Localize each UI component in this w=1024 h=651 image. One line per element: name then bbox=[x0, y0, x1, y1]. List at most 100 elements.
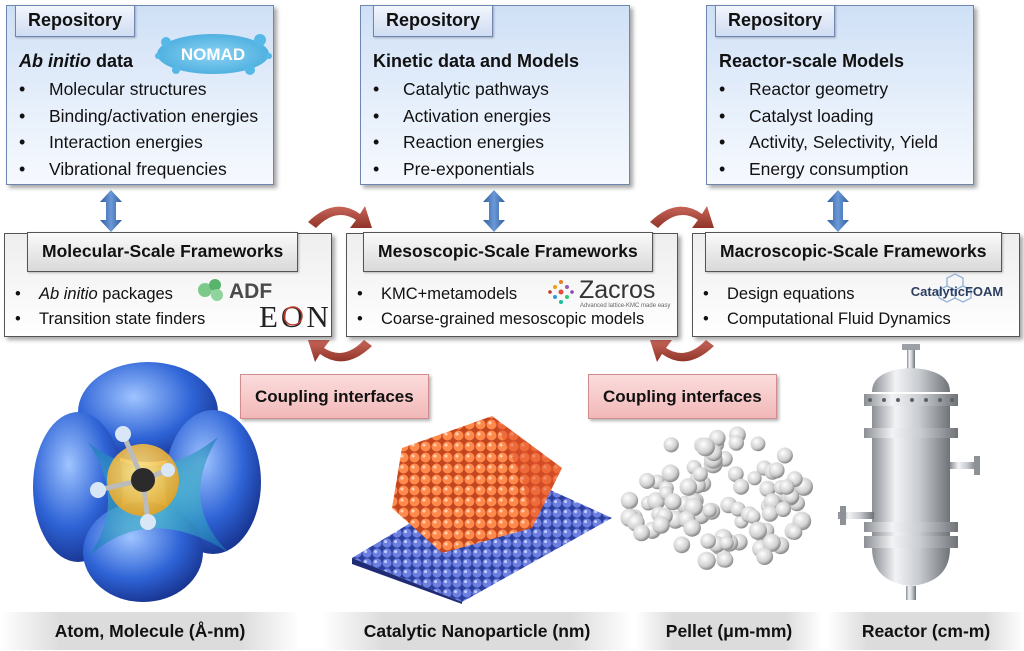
framework-title: Mesoscopic-Scale Frameworks bbox=[363, 232, 653, 272]
zacros-dots-icon bbox=[548, 280, 574, 304]
pellet-sphere bbox=[679, 478, 698, 496]
list-item: Binding/activation energies bbox=[19, 103, 258, 130]
pellet-sphere bbox=[639, 472, 656, 489]
repository-heading: Ab initio data bbox=[19, 51, 133, 72]
repository-box-kinetic: Repository Kinetic data and Models Catal… bbox=[360, 5, 630, 185]
catalyticfoam-logo-text: CatalyticFOAM bbox=[911, 284, 1003, 299]
coupling-interfaces-label: Coupling interfaces bbox=[240, 374, 429, 419]
catalyticfoam-logo: CatalyticFOAM bbox=[911, 273, 1003, 303]
list-item: Energy consumption bbox=[719, 156, 938, 183]
list-item: Molecular structures bbox=[19, 76, 258, 103]
item-rest: packages bbox=[97, 285, 173, 303]
list-item: Coarse-grained mesoscopic models bbox=[357, 307, 644, 332]
scale-caption-reactor: Reactor (cm-m) bbox=[828, 612, 1024, 650]
zacros-logo: Zacros Advanced lattice-KMC made easy bbox=[548, 276, 670, 309]
framework-box-molecular: Molecular-Scale Frameworks Ab initio pac… bbox=[4, 232, 332, 337]
pellet-sphere bbox=[756, 548, 774, 565]
pellet-sphere bbox=[702, 503, 717, 518]
framework-box-macroscopic: Macroscopic-Scale Frameworks Design equa… bbox=[692, 232, 1020, 337]
repository-list: Molecular structures Binding/activation … bbox=[19, 76, 258, 182]
double-arrow-icon bbox=[827, 190, 849, 232]
double-arrow-icon bbox=[100, 190, 122, 232]
list-item: Pre-exponentials bbox=[373, 156, 551, 183]
list-item: KMC+metamodels bbox=[357, 282, 644, 307]
repository-list: Reactor geometry Catalyst loading Activi… bbox=[719, 76, 938, 182]
double-arrow-icon bbox=[483, 190, 505, 232]
list-item: Ab initio packages bbox=[15, 282, 205, 307]
pellet-sphere bbox=[717, 552, 734, 568]
zacros-tagline: Advanced lattice-KMC made easy bbox=[580, 303, 670, 309]
pellet-sphere bbox=[745, 509, 761, 524]
list-item: Interaction energies bbox=[19, 129, 258, 156]
adf-logo: ADF bbox=[198, 279, 272, 303]
pellet-sphere bbox=[661, 464, 680, 483]
nanoparticle-image bbox=[352, 416, 612, 604]
pellet-sphere bbox=[761, 505, 779, 522]
eon-logo: EON bbox=[259, 299, 329, 334]
pellet-sphere bbox=[768, 462, 785, 479]
pellet-sphere bbox=[762, 533, 781, 552]
pellet-sphere bbox=[748, 521, 767, 540]
repository-heading: Reactor-scale Models bbox=[719, 51, 905, 71]
curved-arrow-right-icon bbox=[650, 206, 714, 228]
heading-rest: data bbox=[90, 51, 133, 71]
list-item: Computational Fluid Dynamics bbox=[703, 307, 951, 332]
pellet-sphere bbox=[673, 536, 691, 554]
pellet-sphere bbox=[750, 436, 766, 452]
eon-logo-text: EON bbox=[259, 299, 329, 334]
pellet-sphere bbox=[787, 524, 803, 540]
list-item: Design equations bbox=[703, 282, 951, 307]
repository-tag: Repository bbox=[715, 5, 836, 37]
framework-list: Ab initio packages Transition state find… bbox=[15, 282, 205, 332]
framework-box-mesoscopic: Mesoscopic-Scale Frameworks KMC+metamode… bbox=[346, 232, 678, 337]
list-item: Transition state finders bbox=[15, 307, 205, 332]
pellet-sphere bbox=[747, 471, 762, 486]
framework-list: Design equations Computational Fluid Dyn… bbox=[703, 282, 951, 332]
repository-tag: Repository bbox=[15, 5, 136, 37]
curved-arrow-left-icon bbox=[308, 340, 372, 362]
pellet-sphere bbox=[697, 551, 716, 570]
pellet-sphere bbox=[727, 466, 744, 482]
framework-list: KMC+metamodels Coarse-grained mesoscopic… bbox=[357, 282, 644, 332]
nomad-logo: NOMAD bbox=[155, 34, 272, 75]
list-item: Reaction energies bbox=[373, 129, 551, 156]
pellet-sphere bbox=[652, 516, 670, 534]
pellet-sphere bbox=[696, 437, 715, 457]
pellet-sphere bbox=[692, 466, 708, 482]
zacros-logo-text: Zacros bbox=[579, 276, 655, 304]
heading-italic-part: Ab initio bbox=[19, 51, 91, 71]
list-item: Activity, Selectivity, Yield bbox=[719, 129, 938, 156]
curved-arrow-right-icon bbox=[308, 206, 372, 228]
pellet-sphere bbox=[700, 533, 716, 549]
pellet-sphere bbox=[620, 491, 639, 510]
repository-box-reactor: Repository Reactor-scale Models Reactor … bbox=[706, 5, 974, 185]
scale-caption-atom: Atom, Molecule (Å-nm) bbox=[0, 612, 300, 650]
pellet-sphere bbox=[633, 524, 650, 542]
list-item: Vibrational frequencies bbox=[19, 156, 258, 183]
list-item: Catalyst loading bbox=[719, 103, 938, 130]
coupling-interfaces-label: Coupling interfaces bbox=[588, 374, 777, 419]
scale-caption-nanoparticle: Catalytic Nanoparticle (nm) bbox=[322, 612, 632, 650]
scale-caption-pellet: Pellet (μm-mm) bbox=[636, 612, 822, 650]
pellet-sphere bbox=[776, 447, 793, 464]
pellet-sphere bbox=[728, 435, 744, 451]
curved-arrow-left-icon bbox=[650, 340, 714, 362]
reactor-image bbox=[838, 344, 980, 600]
item-italic-part: Ab initio bbox=[39, 285, 98, 303]
pellet-sphere bbox=[664, 493, 682, 511]
hexagon-icon bbox=[938, 273, 972, 303]
pellet-sphere bbox=[778, 479, 795, 495]
pellet-sphere bbox=[683, 519, 701, 537]
molecule-orbital-image bbox=[33, 362, 261, 602]
pellet-sphere bbox=[719, 536, 734, 551]
pellet-sphere bbox=[775, 501, 791, 517]
repository-box-ab-initio: Repository NOMAD Ab initio data Molecula… bbox=[6, 5, 274, 185]
nomad-logo-text: NOMAD bbox=[181, 45, 245, 64]
pellet-image bbox=[620, 426, 813, 570]
repository-heading: Kinetic data and Models bbox=[373, 51, 580, 71]
pellet-sphere bbox=[759, 480, 776, 497]
list-item: Reactor geometry bbox=[719, 76, 938, 103]
repository-list: Catalytic pathways Activation energies R… bbox=[373, 76, 551, 182]
framework-title: Molecular-Scale Frameworks bbox=[27, 232, 299, 272]
